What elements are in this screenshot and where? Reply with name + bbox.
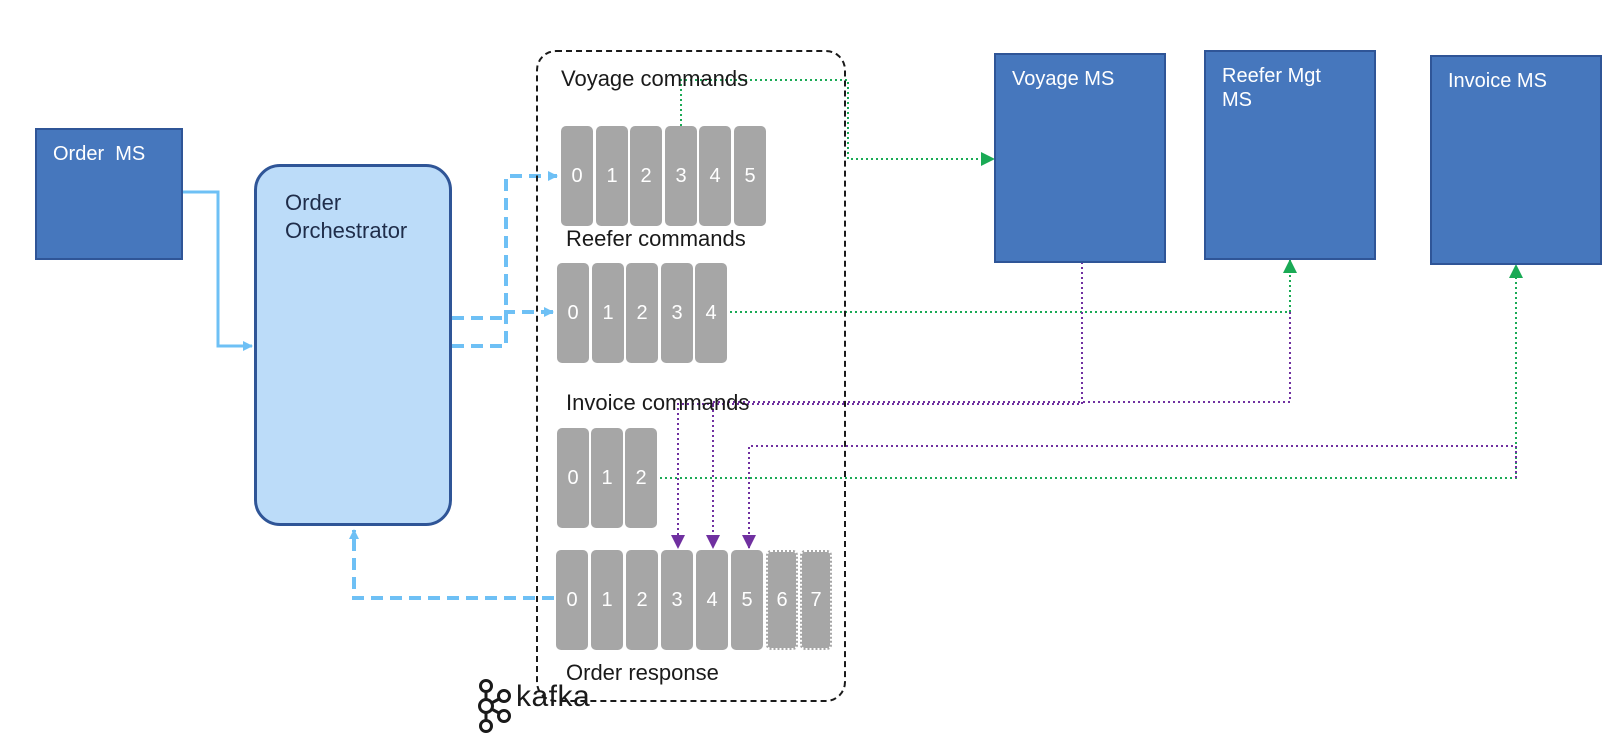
reefer-commands-title: Reefer commands <box>566 226 746 251</box>
invoice-commands-title: Invoice commands <box>566 390 750 415</box>
reefer-ms-to-order-response-arrow <box>706 312 1291 549</box>
partition: 4 <box>696 550 728 650</box>
order-ms-box: Order MS <box>35 128 183 260</box>
voyage-ms-to-order-response-arrow <box>671 262 1083 549</box>
partition: 1 <box>591 428 623 528</box>
partition: 0 <box>557 428 589 528</box>
partition: 0 <box>557 263 589 363</box>
orchestrator-to-reefer-commands-arrow <box>452 307 554 320</box>
voyage-ms-label: Voyage MS <box>1012 68 1115 90</box>
partition: 1 <box>596 126 628 226</box>
invoice-ms-to-order-response-arrow <box>742 445 1517 549</box>
reefer-ms-box: Reefer Mgt MS <box>1204 50 1376 260</box>
order-ms-to-orchestrator-arrow <box>182 190 253 351</box>
partition: 5 <box>731 550 763 650</box>
kafka-cluster-frame <box>536 50 846 702</box>
partition: 3 <box>661 550 693 650</box>
kafka-wordmark: kafka <box>516 680 591 713</box>
voyage-commands-to-voyage-ms-arrow <box>680 79 995 166</box>
order-orchestrator-label: Order Orchestrator <box>285 190 408 243</box>
partition: 2 <box>626 263 658 363</box>
kafka-logo: kafka <box>474 678 604 734</box>
partition: 3 <box>661 263 693 363</box>
reefer-ms-label: Reefer Mgt MS <box>1222 65 1321 111</box>
order-orchestrator-box: Order Orchestrator <box>254 164 452 526</box>
invoice-ms-label: Invoice MS <box>1448 70 1547 92</box>
orchestrator-to-voyage-commands-arrow <box>452 171 558 348</box>
partition: 2 <box>630 126 662 226</box>
order-response-to-orchestrator-arrow <box>349 529 554 600</box>
partition: 0 <box>561 126 593 226</box>
voyage-ms-box: Voyage MS <box>994 53 1166 263</box>
partition: 4 <box>699 126 731 226</box>
partition: 1 <box>591 550 623 650</box>
voyage-commands-title: Voyage commands <box>561 66 749 91</box>
kafka-mark-icon <box>478 679 511 733</box>
order-ms-label: Order MS <box>53 143 146 165</box>
partition: 5 <box>734 126 766 226</box>
partition: 2 <box>626 550 658 650</box>
partition: 4 <box>695 263 727 363</box>
partition: 3 <box>665 126 697 226</box>
order-response-title: Order response <box>566 660 719 685</box>
partition: 7 <box>800 550 832 650</box>
partition: 2 <box>625 428 657 528</box>
invoice-ms-box: Invoice MS <box>1430 55 1602 265</box>
partition: 6 <box>766 550 798 650</box>
partition: 1 <box>592 263 624 363</box>
partition: 0 <box>556 550 588 650</box>
